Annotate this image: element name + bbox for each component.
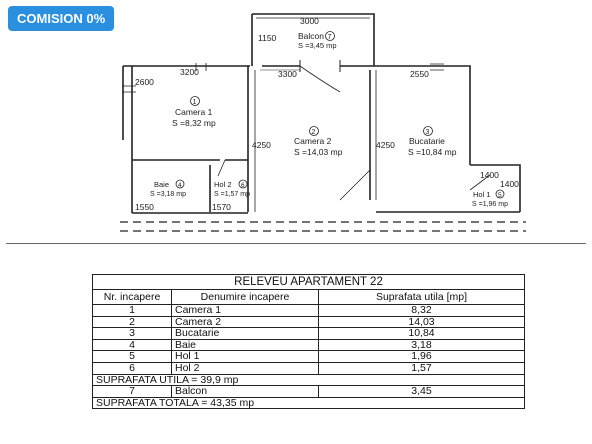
cell-nr: 5 — [92, 350, 172, 363]
cell-nr: 2 — [92, 315, 172, 329]
cell-name: Camera 2 — [171, 315, 319, 329]
cell-name: Baie — [171, 338, 319, 352]
subtotal-text: SUPRAFATA UTILA = 39,9 mp — [92, 373, 525, 387]
cell-name: Hol 1 — [171, 350, 319, 363]
commission-badge: COMISION 0% — [8, 6, 115, 31]
cell-name: Camera 1 — [171, 304, 319, 317]
table-row: 5 Hol 1 1,96 — [92, 350, 525, 363]
room-area: S =3,18 mp — [150, 191, 186, 198]
dim-text: 1400 — [500, 179, 519, 189]
col-header: Nr. incapere — [92, 289, 172, 305]
cell-name: Balcon — [171, 385, 319, 398]
dim-text: 3000 — [300, 16, 319, 26]
table-title: RELEVEU APARTAMENT 22 — [92, 274, 525, 290]
col-header: Denumire incapere — [171, 289, 319, 305]
room-number: 4 — [178, 182, 182, 189]
floor-plan: 3000 1150 3200 2600 3300 2550 4250 4250 … — [120, 13, 526, 232]
table-row: 3 Bucatarie 10,84 — [92, 327, 525, 340]
dim-text: 1570 — [212, 202, 231, 212]
room-area: S =14,03 mp — [294, 147, 343, 157]
subtotal-row: SUPRAFATA UTILA = 39,9 mp — [92, 373, 525, 387]
cell-nr: 6 — [92, 361, 172, 375]
cell-name: Hol 2 — [171, 361, 319, 375]
room-name: Hol 2 — [214, 180, 232, 189]
room-area: S =8,32 mp — [172, 118, 216, 128]
dim-text: 3300 — [278, 69, 297, 79]
cell-nr: 7 — [92, 385, 172, 398]
table-row: 4 Baie 3,18 — [92, 338, 525, 352]
room-name: Camera 1 — [175, 107, 213, 117]
room-number: 7 — [328, 34, 332, 41]
room-area: S =3,45 mp — [298, 41, 337, 50]
room-area: S =10,84 mp — [408, 147, 457, 157]
room-number: 2 — [312, 129, 316, 136]
room-area: S =1,96 mp — [472, 201, 508, 208]
cell-area: 10,84 — [318, 327, 525, 340]
room-name: Camera 2 — [294, 136, 332, 146]
cell-area: 8,32 — [318, 304, 525, 317]
cell-area: 3,45 — [318, 385, 525, 398]
cell-nr: 3 — [92, 327, 172, 340]
room-name: Bucatarie — [409, 136, 445, 146]
cell-area: 14,03 — [318, 315, 525, 329]
divider — [6, 243, 586, 244]
room-number: 1 — [193, 99, 197, 106]
room-number: 5 — [498, 192, 502, 199]
releveu-table: RELEVEU APARTAMENT 22 Nr. incapere Denum… — [92, 274, 525, 410]
total-text: SUPRAFATA TOTALA = 43,35 mp — [92, 396, 525, 410]
cell-area: 1,96 — [318, 350, 525, 363]
col-header: Suprafata utila [mp] — [318, 289, 525, 305]
room-number: 6 — [241, 182, 245, 189]
cell-area: 1,57 — [318, 361, 525, 375]
dim-text: 4250 — [252, 140, 271, 150]
table-row: 1 Camera 1 8,32 — [92, 304, 525, 317]
room-name: Balcon — [298, 31, 324, 41]
dim-text: 1400 — [480, 170, 499, 180]
table-row: 6 Hol 2 1,57 — [92, 361, 525, 375]
table-row: 2 Camera 2 14,03 — [92, 315, 525, 329]
room-area: S =1,57 mp — [214, 191, 250, 198]
table-row: 7 Balcon 3,45 — [92, 385, 525, 398]
dim-text: 4250 — [376, 140, 395, 150]
total-row: SUPRAFATA TOTALA = 43,35 mp — [92, 396, 525, 410]
room-number: 3 — [426, 129, 430, 136]
cell-name: Bucatarie — [171, 327, 319, 340]
cell-nr: 1 — [92, 304, 172, 317]
dim-text: 3200 — [180, 67, 199, 77]
dim-text: 1150 — [258, 33, 277, 43]
dim-text: 2550 — [410, 69, 429, 79]
cell-area: 3,18 — [318, 338, 525, 352]
room-name: Hol 1 — [473, 190, 491, 199]
dim-text: 2600 — [135, 77, 154, 87]
cell-nr: 4 — [92, 338, 172, 352]
dim-text: 1550 — [135, 202, 154, 212]
room-name: Baie — [154, 180, 169, 189]
